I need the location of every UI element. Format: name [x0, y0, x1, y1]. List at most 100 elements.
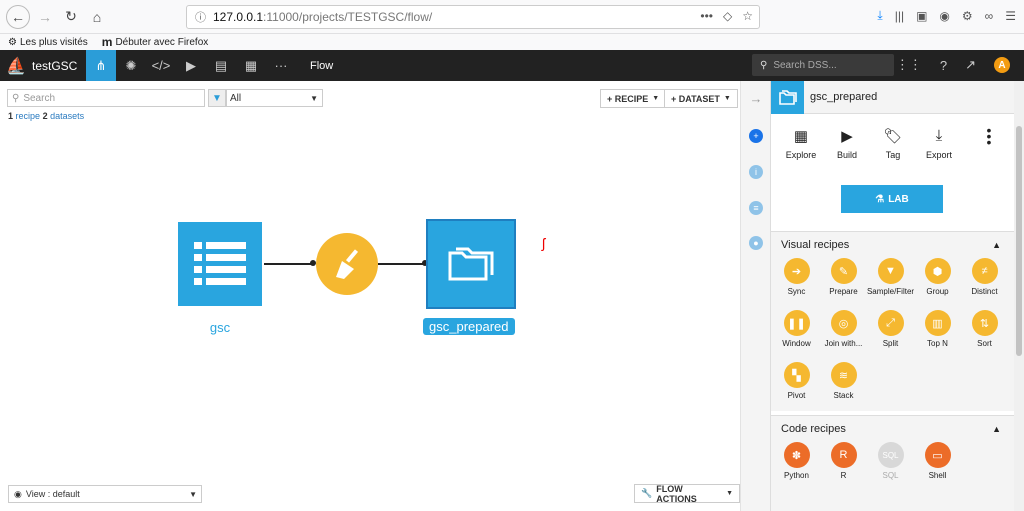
download-icon[interactable]: ⤓ [877, 8, 883, 22]
lab-button[interactable]: ⚗ LAB [841, 185, 943, 213]
recipe-sort[interactable]: ⇅Sort [961, 310, 1008, 358]
deploy-icon[interactable]: ▤ [214, 57, 228, 73]
more-icon[interactable]: ··· [274, 58, 288, 73]
back-arrow-icon[interactable]: ← [6, 4, 30, 29]
recipe-group[interactable]: ⬢Group [914, 258, 961, 306]
add-dataset-button[interactable]: + DATASET▼ [664, 89, 738, 108]
recipe-sample-filter[interactable]: ▼Sample/Filter [867, 258, 914, 306]
search-dss-input[interactable]: ⚲ Search DSS... [752, 54, 894, 76]
sidebar-icon[interactable]: ▣ [916, 8, 928, 23]
view-select[interactable]: ◉ View : default ▼ [8, 485, 202, 503]
more-actions-button[interactable]: ••• [966, 123, 1012, 160]
search-icon: ⚲ [12, 92, 20, 104]
schema-icon[interactable]: ≡ [749, 201, 763, 215]
discussion-icon[interactable]: ● [749, 236, 763, 250]
help-icon[interactable]: ? [939, 57, 948, 73]
bookmark-most-visited[interactable]: ⚙Les plus visités [8, 36, 88, 48]
pocket-icon[interactable]: ◇ [723, 9, 733, 23]
join-icon: ◎ [830, 310, 857, 336]
code-recipes-header[interactable]: Code recipes ▲ [781, 423, 1001, 435]
visual-recipes-header[interactable]: Visual recipes ▲ [781, 239, 1001, 251]
lab-icon[interactable]: ✺ [125, 57, 137, 73]
library-icon[interactable]: ||| [894, 8, 905, 23]
export-button[interactable]: ⤓ Export [925, 127, 952, 160]
recipe-stack[interactable]: ≋Stack [820, 362, 867, 410]
url-host: 127.0.0.1 [213, 10, 264, 24]
red-annotation-mark: ʃ [542, 235, 546, 251]
recipe-python[interactable]: ✽Python [773, 442, 820, 490]
extension-icon[interactable]: ⚙ [961, 8, 973, 23]
recipes-link[interactable]: recipe [15, 111, 41, 121]
python-icon: ✽ [783, 442, 810, 468]
avatar[interactable]: A [994, 57, 1010, 73]
apps-grid-icon[interactable]: ⋮⋮ [895, 57, 922, 72]
shell-icon: ▭ [924, 442, 951, 468]
menu-icon[interactable]: ☰ [1005, 8, 1016, 23]
add-recipe-button[interactable]: + RECIPE▼ [600, 89, 667, 108]
dataset-list-icon [194, 242, 246, 285]
recipe-pivot[interactable]: ▚Pivot [773, 362, 820, 410]
activity-icon[interactable]: ↗ [965, 57, 976, 72]
chevron-up-icon[interactable]: ▲ [992, 240, 1001, 250]
build-button[interactable]: ▶ Build [836, 128, 857, 160]
explore-button[interactable]: ▦ Explore [785, 128, 817, 160]
wrench-icon: 🔧 [641, 488, 653, 498]
collapse-arrow-icon[interactable]: → [749, 90, 763, 106]
visual-recipes-grid: ➔Sync ✎Prepare ▼Sample/Filter ⬢Group ≠Di… [771, 258, 1015, 410]
scrollbar-thumb[interactable] [1016, 126, 1022, 356]
dataset-node-gsc-prepared[interactable] [426, 219, 516, 309]
group-icon: ⬢ [924, 258, 951, 284]
reload-icon[interactable]: ↻ [65, 8, 77, 24]
right-side-strip: → + i ≡ ● [740, 81, 770, 511]
panel-scrollbar[interactable] [1014, 81, 1024, 511]
edge-connector [422, 260, 428, 266]
account-icon[interactable]: ◉ [939, 8, 950, 23]
jobs-play-icon[interactable]: ▶ [186, 57, 196, 73]
broom-icon [336, 249, 359, 279]
recipe-distinct[interactable]: ≠Distinct [961, 258, 1008, 306]
recipe-split[interactable]: ⤢Split [867, 310, 914, 358]
mozilla-icon: m [101, 35, 113, 49]
recipe-join[interactable]: ◎Join with... [820, 310, 867, 358]
tag-button[interactable]: 🏷 Tag [883, 128, 903, 160]
recipe-window[interactable]: ❚❚Window [773, 310, 820, 358]
home-icon[interactable]: ⌂ [92, 8, 102, 25]
dataset-label-gsc[interactable]: gsc [209, 320, 231, 335]
recipe-shell[interactable]: ▭Shell [914, 442, 961, 490]
flow-search-input[interactable]: ⚲ Search [7, 89, 205, 107]
visual-recipes-section: Visual recipes ▲ ➔Sync ✎Prepare ▼Sample/… [771, 231, 1015, 411]
flow-edge [378, 263, 426, 265]
forward-arrow-icon[interactable]: → [38, 8, 52, 25]
dashboard-icon[interactable]: ▦ [244, 57, 258, 73]
dataset-label-gsc-prepared[interactable]: gsc_prepared [423, 318, 515, 335]
folder-icon [771, 80, 804, 114]
info-icon[interactable]: i [749, 165, 763, 179]
bookmark-star-icon[interactable]: ☆ [742, 9, 753, 23]
url-bar[interactable]: ⓘ 127.0.0.1:11000/projects/TESTGSC/flow/… [186, 5, 760, 29]
recipe-node-prepare[interactable] [316, 233, 378, 295]
extension-icon-2[interactable]: ∞ [984, 8, 994, 23]
panel-title: gsc_prepared [810, 91, 878, 103]
code-icon[interactable]: </> [151, 58, 171, 73]
page-actions-icon[interactable]: ••• [700, 9, 713, 23]
filter-icon[interactable]: ▼ [208, 89, 226, 107]
dss-logo-icon[interactable]: ⛵ [6, 57, 26, 75]
flow-canvas[interactable]: ⚲ Search ▼ All ▼ 1 recipe 2 datasets + R… [0, 81, 740, 511]
recipe-sync[interactable]: ➔Sync [773, 258, 820, 306]
flow-icon[interactable]: ⋔ [86, 50, 116, 81]
datasets-link[interactable]: datasets [50, 111, 85, 121]
project-name[interactable]: testGSC [32, 58, 78, 73]
flow-actions-button[interactable]: 🔧 FLOW ACTIONS ▼ [634, 484, 740, 504]
add-circle-icon[interactable]: + [749, 129, 763, 143]
chevron-up-icon[interactable]: ▲ [992, 424, 1001, 434]
filter-select[interactable]: All ▼ [226, 89, 323, 107]
dataset-node-gsc[interactable] [178, 222, 262, 306]
recipe-top-n[interactable]: ▥Top N [914, 310, 961, 358]
recipe-prepare[interactable]: ✎Prepare [820, 258, 867, 306]
right-panel: gsc_prepared ▦ Explore ▶ Build 🏷 Tag ⤓ E… [770, 80, 1015, 511]
